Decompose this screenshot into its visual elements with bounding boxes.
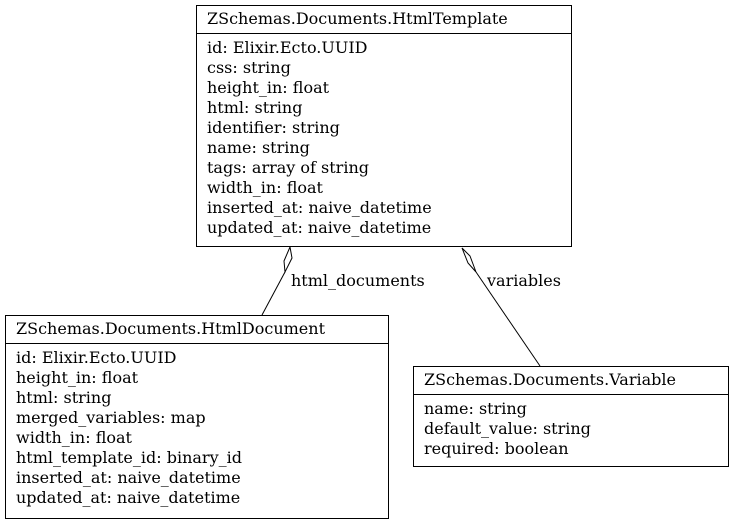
field-item: height_in: float <box>16 368 139 387</box>
field-item: width_in: float <box>16 428 132 447</box>
field-list: id: Elixir.Ecto.UUID height_in: float ht… <box>6 344 388 514</box>
field-item: id: Elixir.Ecto.UUID <box>207 38 368 57</box>
field-item: inserted_at: naive_datetime <box>16 468 241 487</box>
field-item: default_value: string <box>424 419 591 438</box>
field-item: html: string <box>207 98 303 117</box>
field-item: html: string <box>16 388 112 407</box>
aggregation-diamond-icon <box>461 247 477 273</box>
field-list: id: Elixir.Ecto.UUID css: string height_… <box>197 34 571 244</box>
field-item: updated_at: naive_datetime <box>207 218 432 237</box>
relation-label-variables: variables <box>487 271 561 290</box>
field-item: tags: array of string <box>207 158 369 177</box>
edge-variables <box>461 247 541 367</box>
aggregation-diamond-icon <box>283 245 293 274</box>
field-list: name: string default_value: string requi… <box>414 395 728 465</box>
field-item: inserted_at: naive_datetime <box>207 198 432 217</box>
field-item: width_in: float <box>207 178 323 197</box>
entity-title: ZSchemas.Documents.Variable <box>414 367 728 395</box>
field-item: merged_variables: map <box>16 408 206 427</box>
entity-variable[interactable]: ZSchemas.Documents.Variable name: string… <box>413 366 729 467</box>
field-item: name: string <box>424 399 527 418</box>
field-item: name: string <box>207 138 310 157</box>
entity-html-template[interactable]: ZSchemas.Documents.HtmlTemplate id: Elix… <box>196 5 572 247</box>
field-item: html_template_id: binary_id <box>16 448 242 467</box>
field-item: id: Elixir.Ecto.UUID <box>16 348 177 367</box>
field-item: identifier: string <box>207 118 340 137</box>
entity-title: ZSchemas.Documents.HtmlTemplate <box>197 6 571 34</box>
edge-html-documents <box>261 245 293 316</box>
entity-html-document[interactable]: ZSchemas.Documents.HtmlDocument id: Elix… <box>5 315 389 519</box>
field-item: updated_at: naive_datetime <box>16 488 241 507</box>
field-item: height_in: float <box>207 78 330 97</box>
field-item: css: string <box>207 58 291 77</box>
relation-label-html-documents: html_documents <box>291 271 425 290</box>
field-item: required: boolean <box>424 439 569 458</box>
entity-title: ZSchemas.Documents.HtmlDocument <box>6 316 388 344</box>
